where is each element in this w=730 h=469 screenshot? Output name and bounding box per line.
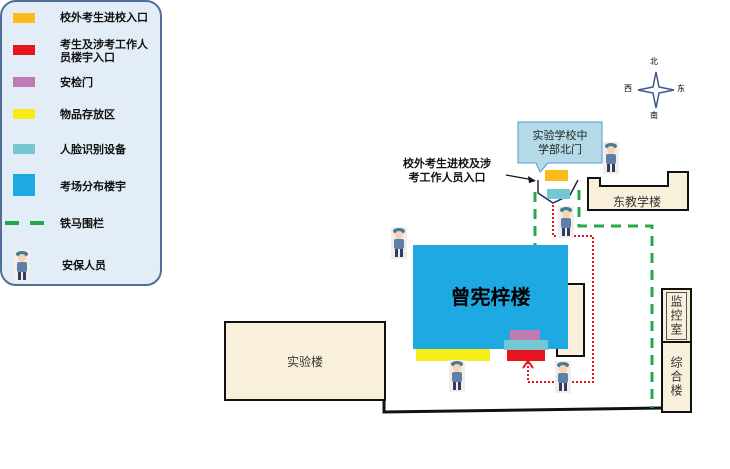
north-gate-shape — [537, 179, 579, 204]
legend-swatch-exam-building — [13, 174, 35, 196]
legend-label: 铁马围栏 — [60, 217, 104, 230]
legend-label: 人脸识别设备 — [60, 143, 126, 156]
legend-swatch-security-gate — [13, 77, 35, 87]
security-gate — [510, 330, 540, 340]
legend-label: 安保人员 — [62, 259, 106, 272]
main-building-label: 曾宪梓楼 — [450, 284, 531, 309]
north-gate-callout-shape — [517, 121, 603, 173]
guard-icon — [558, 206, 574, 238]
compass-north: 北 — [650, 57, 658, 66]
legend-label: 考生及涉考工作人员楼宇入口 — [60, 38, 148, 64]
legend-label: 安检门 — [60, 76, 93, 89]
fence-right — [577, 190, 654, 408]
north-gate-callout: 实验学校中学部北门 — [532, 129, 588, 156]
legend-swatch-storage — [13, 109, 35, 119]
route-path — [527, 205, 594, 383]
complex-building-label: 综合楼 — [669, 356, 683, 398]
gate-face-recognition — [547, 189, 570, 199]
campus-wall — [382, 400, 662, 414]
main-building: 曾宪梓楼 — [413, 245, 568, 349]
route-arrow — [522, 359, 534, 369]
entrance-label: 校外考生进校及涉考工作人员入口 — [403, 157, 491, 184]
legend-swatch-building-entrance — [13, 45, 35, 55]
legend-swatch-face-recognition — [13, 144, 35, 154]
complex-building: 综合楼 — [661, 341, 692, 413]
legend-swatch-fence — [5, 221, 45, 225]
compass-west: 西 — [624, 84, 632, 93]
guard-icon — [391, 227, 407, 259]
guard-icon — [603, 142, 619, 174]
legend-label: 物品存放区 — [60, 108, 115, 121]
compass-icon — [637, 71, 675, 109]
legend-swatch-exam-entrance — [13, 13, 35, 23]
east-building-label: 东教学楼 — [612, 195, 661, 209]
building-entrance — [507, 350, 545, 361]
face-recognition-device — [504, 340, 548, 350]
guard-icon — [449, 360, 465, 392]
legend-label: 校外考生进校入口 — [60, 11, 148, 24]
monitor-room: 监控室 — [661, 288, 692, 343]
lab-building: 实验楼 — [224, 321, 386, 401]
legend-label: 考场分布楼宇 — [60, 180, 126, 193]
east-building-shape — [587, 171, 689, 211]
compass-east: 东 — [677, 84, 685, 93]
guard-icon — [555, 361, 571, 393]
monitor-room-label: 监控室 — [666, 291, 687, 340]
compass-south: 南 — [650, 111, 658, 120]
storage-area — [416, 349, 490, 361]
legend: 校外考生进校入口 考生及涉考工作人员楼宇入口 安检门 物品存放区 人脸识别设备 … — [0, 0, 162, 286]
lab-building-label: 实验楼 — [286, 354, 323, 369]
exam-entrance — [545, 170, 568, 181]
